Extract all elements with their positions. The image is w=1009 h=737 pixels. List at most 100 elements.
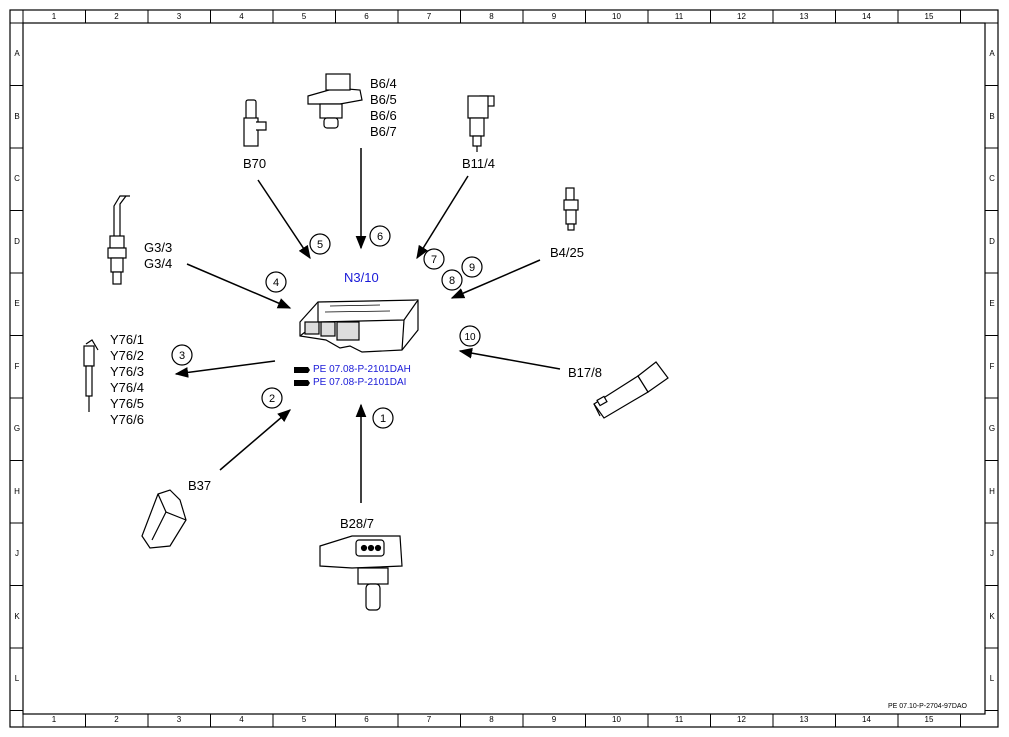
callout-4: 4: [265, 271, 287, 293]
arrow-y76: [174, 360, 276, 378]
callout-5: 5: [309, 233, 331, 255]
label-b6-3: B6/6: [370, 108, 397, 123]
callout-9: 9: [461, 256, 483, 278]
grid-col-bottom-10: 10: [612, 715, 621, 724]
grid-row-right-B: B: [989, 111, 995, 121]
callout-3: 3: [171, 344, 193, 366]
grid-col-top-9: 9: [551, 12, 557, 21]
label-y76-5: Y76/5: [110, 396, 144, 411]
grid-row-left-G: G: [13, 424, 21, 433]
label-b17-8: B17/8: [568, 365, 602, 380]
grid-row-right-H: H: [989, 486, 995, 496]
grid-col-top-12: 12: [737, 12, 746, 21]
label-b37: B37: [188, 478, 212, 493]
doc-ref-2[interactable]: PE 07.08-P-2101DAI: [294, 377, 406, 388]
label-b28-7: B28/7: [340, 516, 374, 531]
label-b70: B70: [243, 156, 267, 171]
callout-10: 10: [459, 325, 481, 347]
arrow-b17-8: [458, 347, 561, 370]
callout-8-text: 8: [449, 275, 455, 287]
grid-col-top-6: 6: [364, 12, 369, 21]
callout-4-text: 4: [273, 277, 279, 289]
grid-col-bottom-11: 11: [674, 715, 684, 724]
callout-1: 1: [372, 407, 394, 429]
arrow-b70: [257, 179, 311, 260]
grid-col-bottom-2: 2: [114, 715, 119, 724]
label-b11-4: B11/4: [462, 156, 496, 171]
callout-2: 2: [261, 387, 283, 409]
grid-col-top-14: 14: [862, 12, 871, 21]
arrow-b11-4: [416, 175, 469, 260]
grid-col-bottom-15: 15: [924, 715, 934, 724]
callout-group: 1 2 3 4 5 6 789 10: [171, 225, 483, 429]
control-unit-icon: [299, 299, 419, 353]
label-b6-2: B6/5: [370, 92, 397, 107]
doc-ref-2-text: PE 07.08-P-2101DAI: [313, 377, 407, 388]
label-y76-1: Y76/1: [110, 332, 144, 347]
callout-3-text: 3: [179, 350, 185, 362]
grid-row-right-L: L: [989, 674, 995, 683]
y76-injector-icon: [83, 339, 99, 412]
grid-row-right-F: F: [989, 361, 995, 371]
grid-col-bottom-13: 13: [799, 715, 809, 724]
grid-row-left-D: D: [14, 236, 20, 246]
b37-sensor-icon: [141, 489, 187, 549]
document-number: PE 07.10-P-2704-97DAO: [888, 703, 967, 710]
grid-col-bottom-5: 5: [301, 715, 307, 724]
arrow-g3: [186, 263, 292, 309]
b70-sensor-icon: [243, 99, 267, 147]
grid-row-left-K: K: [14, 611, 20, 621]
grid-row-right-J: J: [990, 549, 994, 558]
grid-col-bottom-14: 14: [862, 715, 871, 724]
label-y76-3: Y76/3: [110, 364, 144, 379]
document-link-icon: [294, 379, 310, 387]
grid-col-top-1: 1: [51, 12, 57, 21]
label-b4-25: B4/25: [550, 245, 584, 260]
grid-row-right-E: E: [989, 299, 995, 308]
callout-6-text: 6: [377, 231, 383, 243]
doc-ref-1-text: PE 07.08-P-2101DAH: [313, 364, 411, 375]
grid-col-top-5: 5: [301, 12, 307, 21]
callout-5-text: 5: [317, 239, 323, 251]
grid-row-left-E: E: [14, 299, 20, 308]
grid-row-left-B: B: [14, 111, 20, 121]
label-y76-4: Y76/4: [110, 380, 144, 395]
label-g3-1: G3/3: [144, 240, 173, 255]
b17-8-sensor-icon: [593, 361, 669, 419]
label-y76-6: Y76/6: [110, 412, 144, 427]
grid-col-bottom-6: 6: [364, 715, 369, 724]
arrow-b4-25: [450, 259, 541, 299]
b11-4-sensor-icon: [467, 95, 495, 152]
g3-sensor-icon: [107, 195, 130, 285]
grid-row-left-C: C: [14, 174, 20, 183]
arrow-b37: [219, 409, 292, 471]
grid-row-left-H: H: [14, 486, 20, 496]
callout-1-text: 1: [380, 413, 386, 425]
grid-col-top-11: 11: [674, 12, 684, 21]
grid-col-top-13: 13: [799, 12, 809, 21]
document-link-icon: [294, 366, 310, 374]
doc-ref-1[interactable]: PE 07.08-P-2101DAH: [294, 364, 411, 375]
grid-col-top-4: 4: [239, 12, 244, 21]
grid-row-right-D: D: [989, 236, 995, 246]
grid-col-top-15: 15: [924, 12, 934, 21]
grid-col-top-7: 7: [426, 12, 432, 21]
grid-col-top-3: 3: [176, 12, 182, 21]
grid-col-bottom-3: 3: [176, 715, 182, 724]
grid-row-right-K: K: [989, 611, 995, 621]
grid-row-right-A: A: [989, 49, 995, 58]
grid-row-left-A: A: [14, 49, 20, 58]
grid-col-bottom-1: 1: [51, 715, 57, 724]
b4-25-sensor-icon: [563, 187, 579, 231]
callout-8: 8: [441, 269, 463, 291]
label-y76-2: Y76/2: [110, 348, 144, 363]
grid-col-top-10: 10: [612, 12, 621, 21]
callout-7-text: 7: [431, 254, 437, 266]
callout-6: 6: [369, 225, 391, 247]
b28-7-sensor-icon: [319, 535, 403, 611]
grid-col-bottom-4: 4: [239, 715, 244, 724]
